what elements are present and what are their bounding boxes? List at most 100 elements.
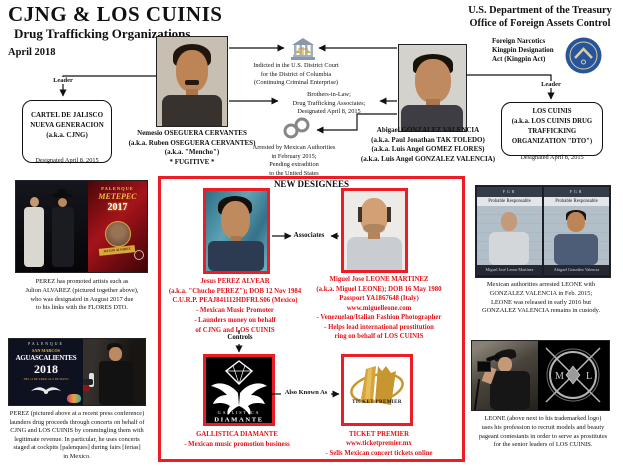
metepec-poster: PALENQUE METEPEC 2017 JULION ALVAREZ [88,181,147,272]
associates-label: Associates [293,231,325,239]
text-line: - Mexican music promotion business [184,441,290,448]
cjng-designated: Designated April 8, 2015 [35,157,99,164]
text-line: Indicted in the U.S. District Court [253,62,339,69]
gallistica-info: GALLISTICA DIAMANTE - Mexican music promo… [167,430,307,450]
ml-logo-letter-l: L [586,371,592,382]
text-line: GALLISTICA DIAMANTE [196,431,278,438]
text-line: Miguel Jose LEONE MARTINEZ [329,276,429,283]
ticket-premier-info: TICKET PREMIER www.ticketpremier.mx- Sell… [305,430,453,458]
text-line: NUEVA GENERACION [30,121,104,129]
oseguera-name-block: Nemesio OSEGUERA CERVANTES(a.k.a. Ruben … [117,129,267,167]
metepec-poster-artist: JULION ALVAREZ [98,245,136,256]
text-line: www.ticketpremier.mx [346,440,412,448]
chart-date: April 2018 [8,47,56,58]
text-line: to his links with the FLORES DTO. [35,304,129,312]
cuinis-designated: Designated April 8, 2015 [520,154,584,161]
handcuffs-icon [283,117,310,139]
text-line: Brothers-in-Law; [307,91,351,98]
cuinis-org-box: LOS CUINIS (a.k.a. LOS CUINIS DRUG TRAFFIC… [501,102,603,156]
photo-perez-press-conference: PALENQUE SAN MARCOS AGUASCALIENTES 2018 … [8,338,146,406]
controls-label: Controls [227,334,253,341]
mugshot-agency-left: PGR [477,187,542,197]
page-title: CJNG & LOS CUINIS [8,2,223,26]
leader-label-cuinis: Leader [536,81,566,88]
text-line: (a.k.a. Paul Jonathan TAK TOLEDO) [371,135,485,144]
text-line: (a.k.a. "Mencho") [164,148,220,157]
agua-poster-line2: SAN MARCOS [31,348,61,353]
text-line: legitimate revenue. In particular, he us… [14,435,140,443]
text-line: CARTEL DE JALISCO [30,111,104,119]
brothers-in-law-note: Brothers-in-Law;Drug Trafficking Associa… [280,91,378,117]
text-line: - Venezuelan/Italian Fashion Photographe… [316,314,442,321]
ml-logo-letter-m: M [555,371,564,382]
text-line: TICKET PREMIER [348,431,410,438]
photo-perez-with-alvarez: PALENQUE METEPEC 2017 JULION ALVAREZ [15,180,148,273]
text-line: (a.k.a. LOS CUINIS DRUG [511,118,593,125]
text-line: - Sells Mexican concert tickets online [325,449,433,457]
text-line: LEONE was released in early 2016 but [490,298,592,306]
agency-line2: Office of Foreign Assets Control [469,17,611,29]
new-designees-box [158,176,465,462]
text-line: LOS CUINIS [532,108,572,115]
text-line: launders drug proceeds through concerts … [9,418,145,426]
gallistica-diamante-logo: GALLISTICA DIAMANTE [203,354,275,426]
agua-poster-year: 2018 [34,362,58,376]
text-line: (a.k.a. Miguel LEONE); DOB 16 May 1980 [316,285,442,293]
text-line: PEREZ has promoted artists such as [35,278,129,285]
text-line: GONZALEZ VALENCIA in Feb. 2015; [489,289,593,297]
text-line: staged at cockpits [palenques] during fa… [13,444,141,452]
text-line: Passport YA1867648 (Italy) [339,295,419,302]
leader-label-cjng: Leader [47,77,79,84]
diamond-eagle-icon: GALLISTICA DIAMANTE [211,360,267,424]
text-line: GONZALEZ VALENCIA remains in custody. [481,307,601,315]
text-line: Mexican authorities arrested LEONE with [486,281,596,288]
text-line: - Launders money on behalf [194,316,276,324]
text-line: who was designated in August 2017 due [30,295,134,303]
text-line: (a.k.a. Luis Angel GOMEZ FLORES) [371,145,485,154]
mugshot-gonzalez: PGR Probable Responsable Abigael Gonzále… [544,187,609,276]
page-subtitle: Drug Trafficking Organizations [14,26,191,41]
text-line: pageant contestants in order to serve as… [478,432,608,440]
text-line: Drug Trafficking Associates; [292,99,366,107]
aguascalientes-poster: PALENQUE SAN MARCOS AGUASCALIENTES 2018 … [9,339,83,405]
text-line: C.U.R.P. PEAJ841112HDFRLS06 (Mexico) [172,297,298,305]
feria-logo [67,394,81,403]
ticket-logo-text: TICKET PREMIER [352,400,402,405]
leone-martinez-info: Miguel Jose LEONE MARTINEZ (a.k.a. Miguel… [305,275,453,342]
eagle-logo-icon [31,387,61,394]
text-line: Foreign Narcotics [492,37,546,45]
gallistica-logo-bottom-text: DIAMANTE [214,417,263,424]
text-line: (a.k.a. "Chucho PEREZ"); DOB 12 Nov 1984 [168,287,302,295]
text-line: in Mexico. [63,452,91,460]
text-line: Jesus PEREZ ALVEAR [200,278,270,285]
text-line: (a.k.a. Ruben OSEGUERA CERVANTES) [128,138,256,147]
text-line: LEONE (above next to his trademarked log… [484,415,602,422]
aguascalientes-caption: PEREZ (pictured above at a recent press … [2,410,152,462]
agua-poster-city: AGUASCALIENTES [15,354,77,362]
text-line: for the District of Columbia [260,70,332,78]
perez-alvear-info: Jesus PEREZ ALVEAR (a.k.a. "Chucho PEREZ"… [160,277,310,335]
leone-caption: LEONE (above next to his trademarked log… [466,415,620,450]
text-line: TRAFFICKING [527,128,577,135]
text-line: uses his profession to recruit models an… [481,423,605,431]
treasury-seal-icon [565,37,602,74]
text-line: Pending extradition [269,161,319,168]
photo-leone-with-logo: M L [471,340,610,411]
mugshot-label-left: Probable Responsable [477,197,542,206]
mugshot-name-right: Abigael González Valencia [544,265,609,275]
new-designees-title: NEW DESIGNEES [273,179,350,189]
agency-name: U.S. Department of the Treasury Office o… [462,5,618,30]
text-line: www.miguelleone.com [346,304,412,312]
photo-leone-martinez [341,188,408,273]
text-line: Designated April 8, 2015 [297,108,361,115]
text-line: - Helps lead international prostitution [324,323,434,331]
text-line: of CJNG and LOS CUINIS [195,326,275,334]
agua-poster-dates: DEL 14 DE ABRIL AL 6 DE MAYO [23,377,69,381]
